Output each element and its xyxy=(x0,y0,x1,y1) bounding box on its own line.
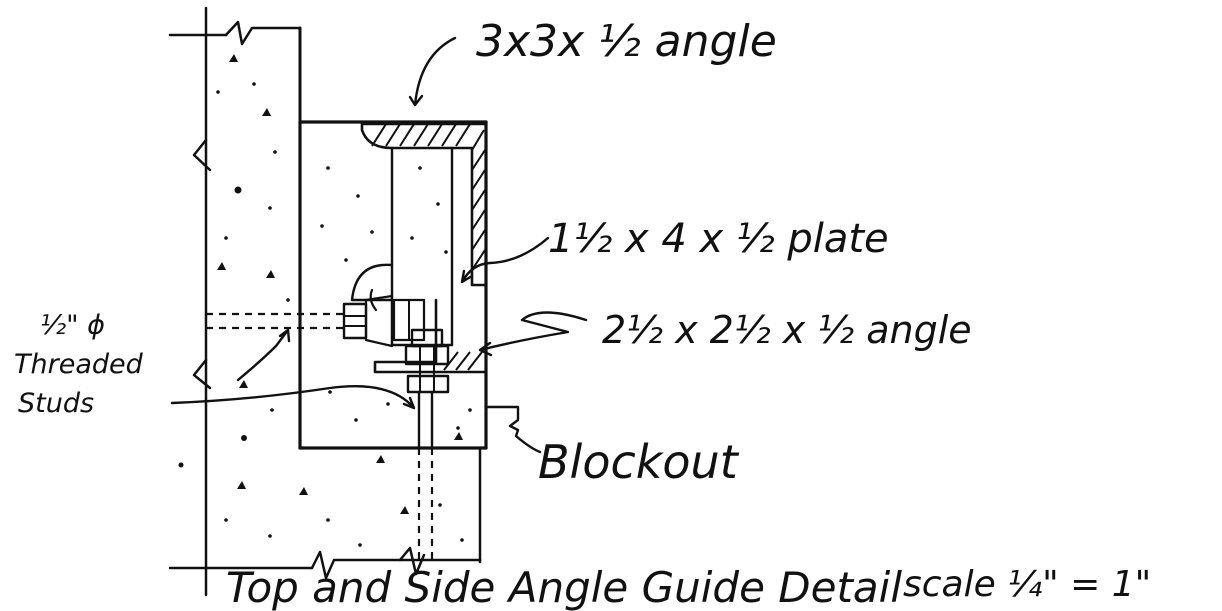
label-plate: 1½ x 4 x ½ plate xyxy=(548,216,889,262)
label-small-angle: 2½ x 2½ x ½ angle xyxy=(602,308,972,352)
label-top-angle: 3x3x ½ angle xyxy=(476,16,777,67)
top-angle-section xyxy=(360,122,488,287)
wall-outline xyxy=(168,6,482,597)
detail-title: Top and Side Angle Guide Detail xyxy=(226,563,902,611)
detail-scale: scale ¼" = 1" xyxy=(903,564,1151,605)
small-angle-section xyxy=(373,298,488,374)
leader-lines xyxy=(170,36,588,454)
label-studs-threaded: Threaded xyxy=(14,349,144,380)
concrete-aggregate xyxy=(178,54,472,547)
embedded-stud-horizontal xyxy=(206,312,344,330)
plate-section xyxy=(390,146,454,347)
vertical-stud-nut xyxy=(404,328,450,565)
label-studs-diameter: ½" ɸ xyxy=(40,310,105,341)
label-blockout: Blockout xyxy=(538,435,740,489)
label-studs: Studs xyxy=(18,388,94,419)
horizontal-stud-nut xyxy=(342,294,426,348)
